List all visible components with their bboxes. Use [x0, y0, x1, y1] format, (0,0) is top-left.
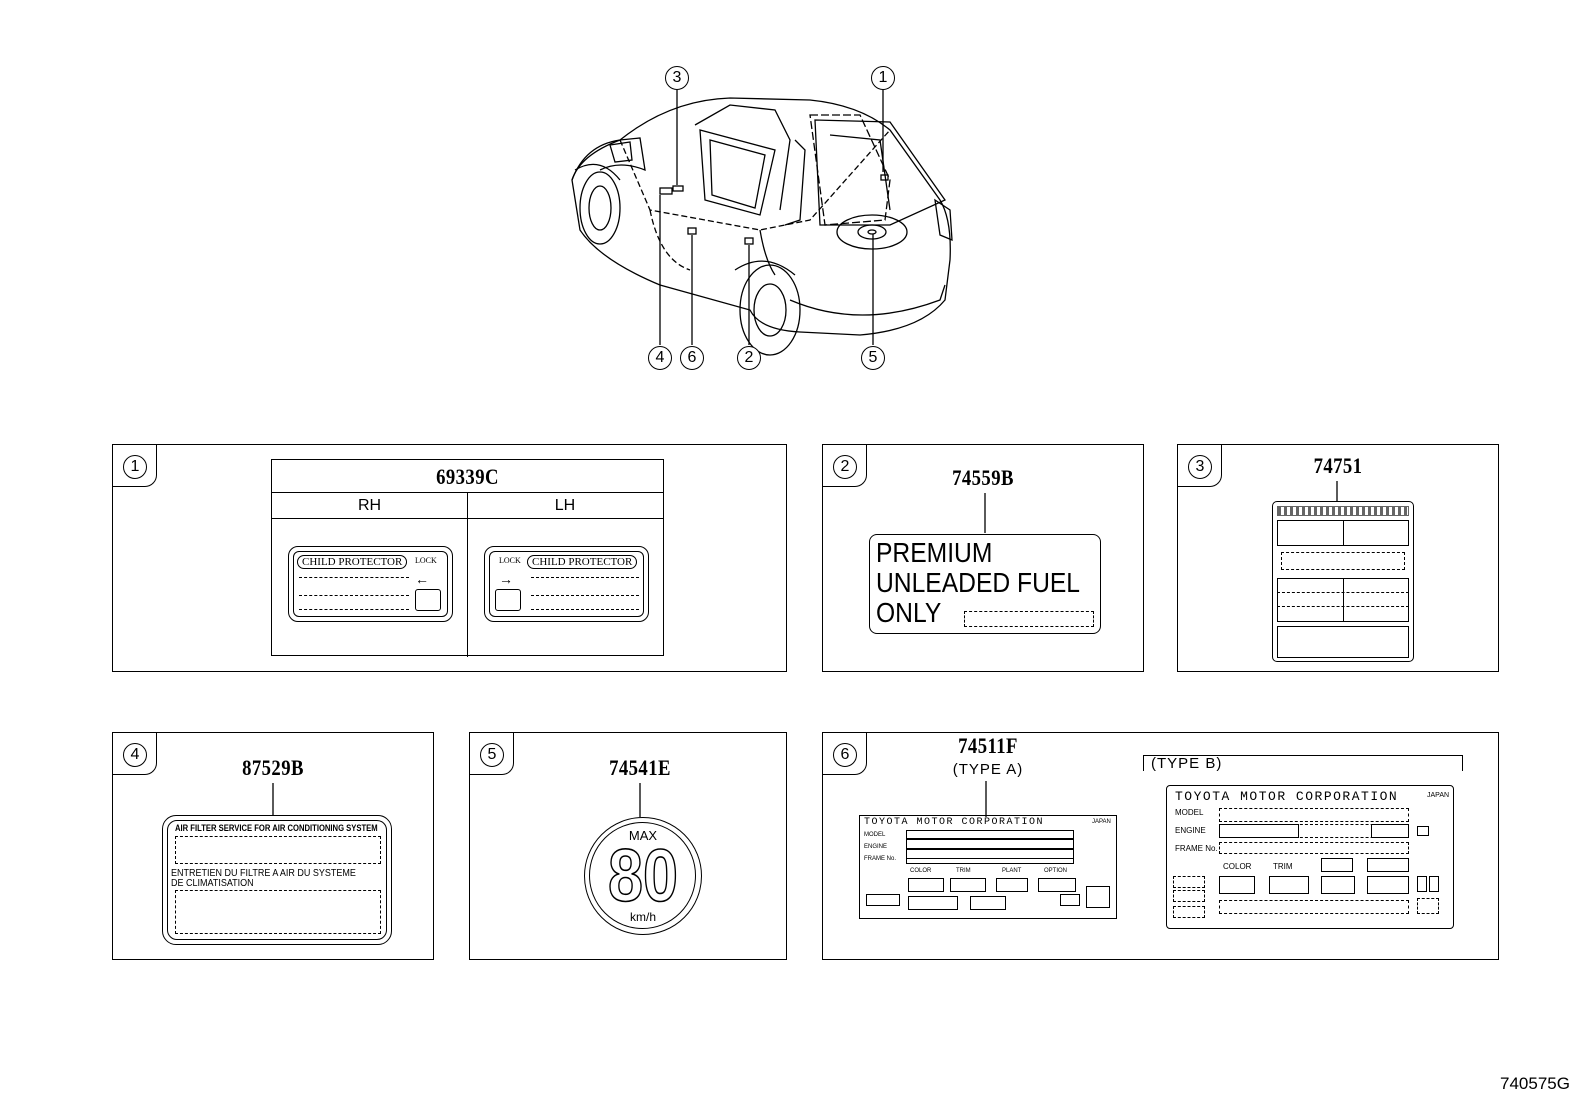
leader-line — [639, 783, 641, 817]
speed-value: 80 — [607, 834, 678, 917]
arrow-left-icon: ← — [415, 571, 429, 587]
callout-4: 4 — [648, 346, 672, 370]
part-number: 87529B — [242, 755, 304, 780]
leader-line — [984, 493, 986, 533]
frame-text: FRAME No. — [1175, 844, 1218, 853]
seat-icon — [415, 589, 441, 611]
panel-3-info-label: 3 74751 — [1177, 444, 1499, 672]
lh-header: LH — [554, 497, 576, 514]
air-filter-fr-text-1: ENTRETIEN DU FILTRE A AIR DU SYSTEME — [171, 868, 356, 879]
type-a-caption: (TYPE A) — [952, 761, 1024, 778]
part-number: 69339C — [436, 464, 499, 489]
part-number: 74751 — [1313, 453, 1363, 478]
type-a-plate: TOYOTA MOTOR CORPORATION JAPAN MODEL ENG… — [859, 815, 1117, 919]
air-filter-fr-text-2: DE CLIMATISATION — [171, 878, 254, 889]
frame-text: FRAME No. — [864, 856, 897, 862]
corp-text: TOYOTA MOTOR CORPORATION — [1175, 789, 1399, 804]
fuel-line-3: ONLY — [876, 597, 942, 628]
panel-tab: 3 — [1178, 445, 1222, 487]
fuel-line-1: PREMIUM — [876, 537, 993, 568]
type-b-plate: TOYOTA MOTOR CORPORATION JAPAN MODEL ENG… — [1166, 785, 1454, 929]
callout-6: 6 — [680, 346, 704, 370]
fuel-line-2: UNLEADED FUEL — [876, 567, 1081, 598]
panel-number-6: 6 — [833, 743, 857, 767]
color-text: COLOR — [1223, 862, 1252, 871]
leader-line — [985, 781, 987, 817]
panel-6-vehicle-id-label: 6 74511F (TYPE A) TOYOTA MOTOR CORPORATI… — [822, 732, 1499, 960]
part-number: 74511F — [958, 733, 1018, 758]
callout-1: 1 — [871, 66, 895, 90]
information-label — [1272, 501, 1414, 662]
japan-text: JAPAN — [1427, 792, 1450, 799]
label-table: 69339C RH LH CHILD PROTECTOR LOCK ← LOCK… — [271, 459, 664, 657]
type-b-bracket — [1143, 755, 1463, 771]
air-filter-service-label: AIR FILTER SERVICE FOR AIR CONDITIONING … — [162, 815, 392, 945]
japan-text: JAPAN — [1092, 819, 1111, 825]
trim-text: TRIM — [956, 868, 971, 874]
corp-text: TOYOTA MOTOR CORPORATION — [864, 817, 1045, 828]
rh-header: RH — [357, 497, 382, 514]
engine-text: ENGINE — [864, 844, 888, 850]
option-text: OPTION — [1044, 868, 1068, 874]
model-text: MODEL — [1175, 808, 1204, 817]
color-text: COLOR — [910, 868, 932, 874]
engine-text: ENGINE — [1175, 826, 1206, 835]
panel-4-air-filter-label: 4 87529B AIR FILTER SERVICE FOR AIR COND… — [112, 732, 434, 960]
part-number: 74559B — [952, 465, 1014, 490]
child-protector-text: CHILD PROTECTOR — [297, 555, 408, 569]
lock-text: LOCK — [415, 556, 437, 565]
vehicle-illustration: 3 1 4 6 2 5 — [560, 60, 980, 390]
panel-number-5: 5 — [480, 743, 504, 767]
child-protector-text: CHILD PROTECTOR — [527, 555, 638, 569]
panel-number-1: 1 — [123, 455, 147, 479]
rh-child-protector-label: CHILD PROTECTOR LOCK ← — [288, 546, 453, 622]
panel-number-2: 2 — [833, 455, 857, 479]
part-number: 74541E — [609, 755, 671, 780]
plant-text: PLANT — [1002, 868, 1022, 874]
panel-tab: 1 — [113, 445, 157, 487]
panel-number-4: 4 — [123, 743, 147, 767]
lock-text: LOCK — [499, 556, 521, 565]
seat-icon — [495, 589, 521, 611]
arrow-right-icon: → — [499, 571, 513, 587]
lh-child-protector-label: LOCK CHILD PROTECTOR → — [484, 546, 649, 622]
panel-2-fuel-label: 2 74559B PREMIUM UNLEADED FUEL ONLY — [822, 444, 1144, 672]
unit-text: km/h — [629, 910, 656, 924]
panel-number-3: 3 — [1188, 455, 1212, 479]
drawing-code: 740575G — [1500, 1074, 1570, 1093]
trim-text: TRIM — [1273, 862, 1293, 871]
panel-tab: 5 — [470, 733, 514, 775]
panel-tab: 4 — [113, 733, 157, 775]
premium-unleaded-fuel-label: PREMIUM UNLEADED FUEL ONLY — [869, 534, 1101, 634]
panel-1-child-protector: 1 69339C RH LH CHILD PROTECTOR LOCK ← LO… — [112, 444, 787, 672]
panel-5-speed-label: 5 74541E MAX 80 km/h — [469, 732, 787, 960]
callout-3: 3 — [665, 66, 689, 90]
panel-tab: 2 — [823, 445, 867, 487]
type-b-caption: (TYPE B) — [1151, 755, 1223, 772]
max-text: MAX — [628, 828, 658, 843]
car-outline — [571, 90, 953, 356]
callout-2: 2 — [737, 346, 761, 370]
panel-tab: 6 — [823, 733, 867, 775]
callout-5: 5 — [861, 346, 885, 370]
model-text: MODEL — [864, 832, 886, 838]
air-filter-en-text: AIR FILTER SERVICE FOR AIR CONDITIONING … — [175, 823, 378, 833]
max-speed-sticker: MAX 80 km/h — [584, 817, 702, 935]
leader-line — [272, 783, 274, 817]
